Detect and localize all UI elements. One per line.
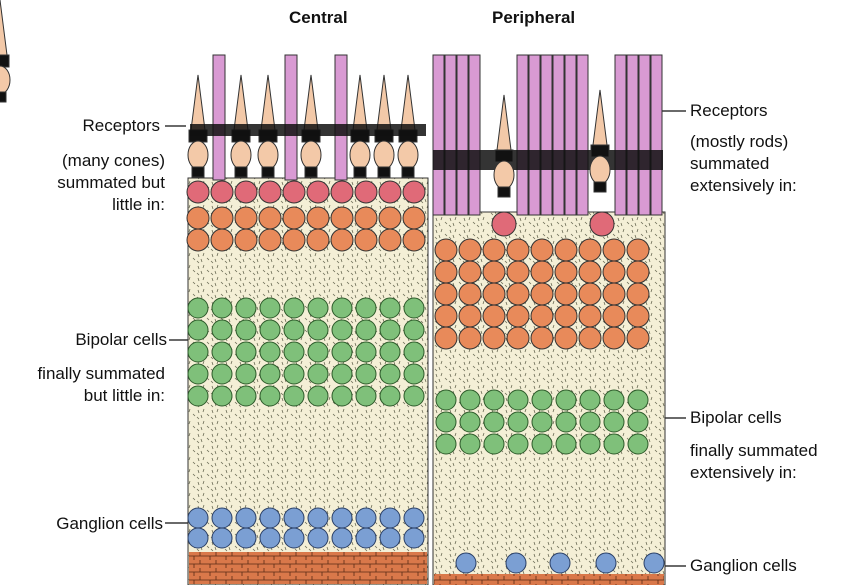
central-nerve-fiber-layer xyxy=(189,552,427,584)
peripheral-bipolar-cells xyxy=(436,390,648,454)
peripheral-receptor-nuclei xyxy=(435,239,649,349)
central-cones xyxy=(0,0,418,177)
peripheral-panel xyxy=(433,55,665,585)
central-panel xyxy=(0,0,428,585)
peripheral-nerve-fiber-layer xyxy=(434,574,664,585)
peripheral-rods xyxy=(433,55,662,215)
